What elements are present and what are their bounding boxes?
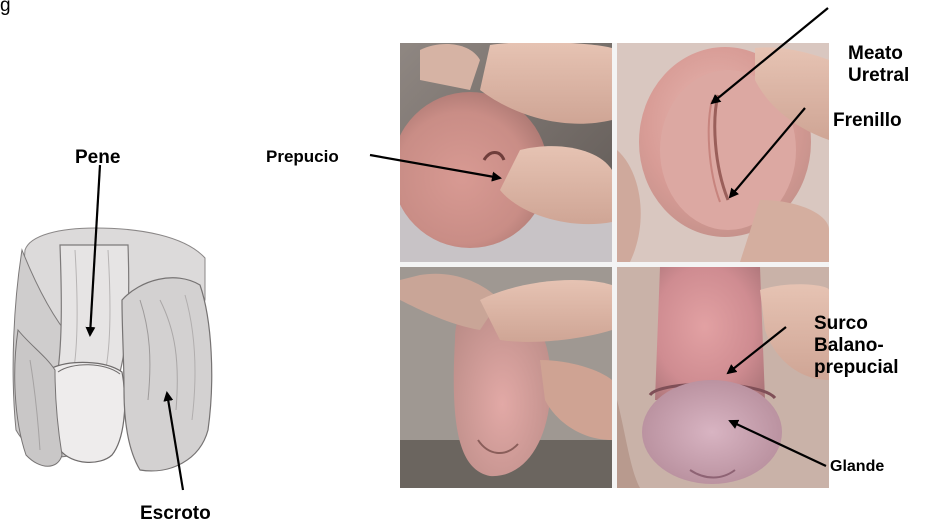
label-glande: Glande — [830, 458, 884, 476]
genital-illustration — [13, 228, 212, 471]
label-prepucio: Prepucio — [266, 147, 339, 167]
label-surco-line3: prepucial — [814, 357, 898, 379]
label-surco-line2: Balano- — [814, 335, 898, 357]
photo-bottom-left — [400, 267, 612, 488]
clinical-photo-grid — [392, 42, 829, 488]
label-pene: Pene — [75, 147, 120, 169]
label-meato-line2: Uretral — [848, 65, 909, 87]
label-meato-uretral: Meato Uretral — [848, 43, 909, 87]
photo-top-right — [617, 43, 829, 262]
label-surco-balano-prepucial: Surco Balano- prepucial — [814, 313, 898, 379]
label-meato-line1: Meato — [848, 43, 909, 65]
label-escroto: Escroto — [140, 503, 211, 525]
photo-top-left — [392, 42, 612, 262]
label-surco-line1: Surco — [814, 313, 898, 335]
label-frenillo: Frenillo — [833, 110, 902, 132]
photo-bottom-right — [617, 267, 829, 488]
